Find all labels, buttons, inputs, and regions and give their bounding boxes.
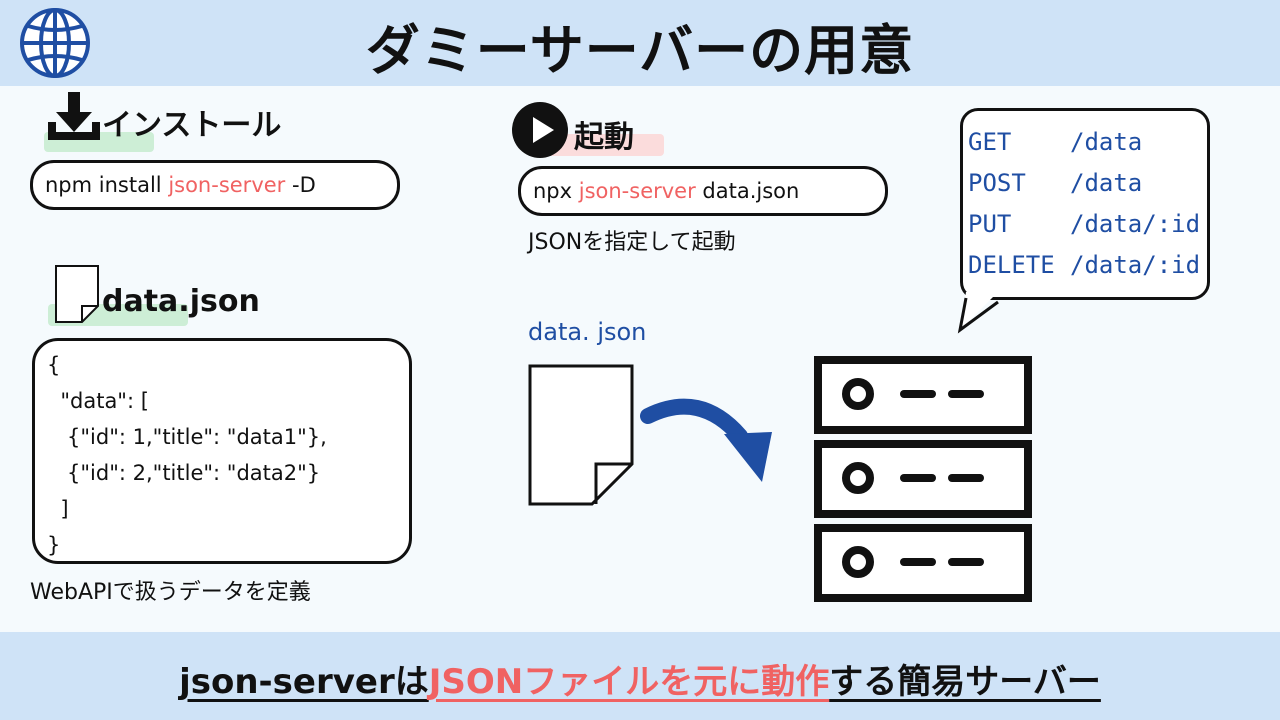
file-icon (55, 265, 99, 323)
install-cmd-highlight: json-server (168, 173, 286, 197)
play-icon (512, 102, 568, 158)
install-command: npm install json-server -D (30, 160, 400, 210)
start-cmd-prefix: npx (533, 179, 579, 203)
footer-summary: json-serverはJSONファイルを元に動作する簡易サーバー (0, 654, 1280, 703)
footer-band (0, 632, 1280, 720)
code-line: { (47, 353, 61, 377)
install-label: インストール (102, 108, 282, 143)
code-line: ] (47, 497, 69, 521)
install-cmd-prefix: npm install (45, 173, 169, 197)
route-method: PUT (968, 210, 1012, 238)
route-path: /data (1070, 128, 1143, 156)
code-line: } (47, 533, 61, 557)
footer-part1: json-serverは (179, 662, 429, 702)
footer-part3: する簡易サーバー (829, 662, 1101, 702)
diagram-file-label: data. json (528, 318, 647, 346)
file-icon (528, 364, 634, 506)
highlight-marker (548, 134, 664, 156)
routes-bubble (960, 108, 1210, 300)
install-cmd-suffix: -D (285, 173, 316, 197)
start-label: 起動 (574, 120, 634, 155)
arrow-icon (640, 398, 772, 482)
route-method: POST (968, 169, 1026, 197)
download-icon (48, 92, 100, 140)
start-cmd-suffix: data.json (695, 179, 800, 203)
datafile-label: data.json (102, 284, 260, 319)
code-line: {"id": 2,"title": "data2"} (47, 461, 321, 485)
page-title: ダミーサーバーの用意 (365, 19, 915, 82)
datafile-caption: WebAPIで扱うデータを定義 (30, 580, 311, 605)
header-band (0, 0, 1280, 86)
server-icon (814, 356, 1032, 602)
code-line: "data": [ (47, 389, 149, 413)
route-method: GET (968, 128, 1012, 156)
json-code-box: { "data": [ {"id": 1,"title": "data1"}, … (32, 338, 412, 564)
bubble-tail (957, 292, 999, 334)
code-line: {"id": 1,"title": "data1"}, (47, 425, 327, 449)
footer-part2: JSONファイルを元に動作 (428, 662, 830, 702)
start-cmd-highlight: json-server (578, 179, 696, 203)
start-command: npx json-server data.json (518, 166, 888, 216)
route-method: DELETE (968, 251, 1055, 279)
route-path: /data (1070, 169, 1143, 197)
route-path: /data/:id (1070, 251, 1201, 279)
start-caption: JSONを指定して起動 (528, 230, 736, 255)
route-path: /data/:id (1070, 210, 1201, 238)
globe-icon (20, 8, 90, 78)
